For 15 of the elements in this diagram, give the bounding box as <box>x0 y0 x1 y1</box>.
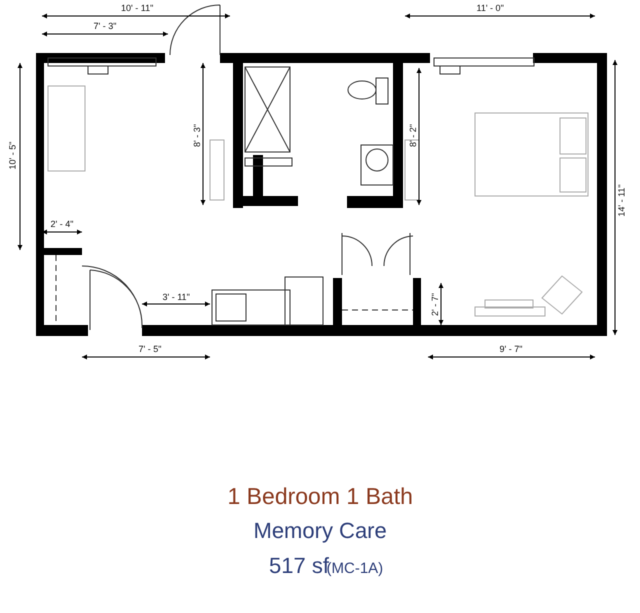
dimension-label: 3' - 11" <box>162 292 190 302</box>
dimension-label: 11' - 0" <box>476 4 504 12</box>
care-type-label: Memory Care <box>254 520 387 542</box>
dimension-label: 10' - 11" <box>121 4 154 12</box>
dimension-label: 7' - 3" <box>94 22 116 30</box>
dimension-label: 9' - 7" <box>500 344 522 354</box>
dimension-label: 8' - 2" <box>408 124 418 146</box>
plan-title: 1 Bedroom 1 Bath <box>228 484 413 508</box>
area-label: 517 sf <box>269 555 329 577</box>
dimension-label: 2' - 7" <box>430 292 440 316</box>
dimension-label: 8' - 3" <box>192 124 202 146</box>
dimension-label: 2' - 4" <box>50 220 74 228</box>
dimension-label: 7' - 5" <box>138 344 162 354</box>
dimension-label: 14' - 11" <box>618 184 627 216</box>
dimension-label: 10' - 5" <box>8 141 18 169</box>
